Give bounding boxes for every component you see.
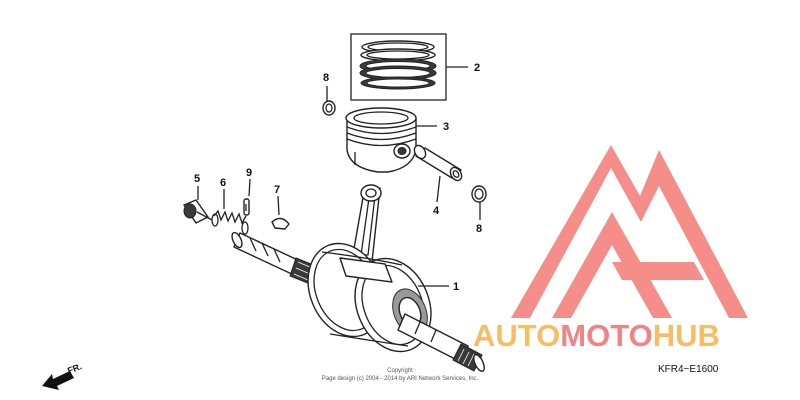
callout-piston: 3 <box>443 121 449 133</box>
pin-clip-lower: 8 <box>471 185 487 235</box>
watermark-hub: HUB <box>653 318 720 353</box>
logo-mark <box>511 145 748 318</box>
callout-piston-pin: 4 <box>433 205 440 217</box>
spring: 6 <box>211 177 249 235</box>
callout-pin: 9 <box>246 167 252 179</box>
pin-clip-upper: 8 <box>322 72 336 116</box>
watermark-text: AUTOMOTOHUB <box>473 318 720 353</box>
callout-pin-clip-lower: 8 <box>476 223 482 235</box>
leader-9 <box>248 178 251 197</box>
callout-spring: 6 <box>220 177 226 189</box>
diagram-code: KFR4−E1600 <box>658 364 719 375</box>
leader-4 <box>436 175 441 203</box>
piston-rings: 2 <box>350 33 480 101</box>
piston-pin: 4 <box>413 144 463 217</box>
watermark-moto: MOTO <box>560 318 652 353</box>
logo-bar <box>612 262 704 280</box>
copyright-title: Copyright <box>387 368 413 374</box>
automotohub-logo <box>511 145 748 318</box>
callout-piston-rings: 2 <box>474 62 480 74</box>
front-direction-indicator: FR. <box>42 361 83 390</box>
front-label: FR. <box>66 361 83 376</box>
key: 7 <box>271 184 290 230</box>
crankshaft: 1 <box>231 184 485 373</box>
front-arrow-icon <box>42 371 74 390</box>
copyright-notice: Page design (c) 2004 - 2014 by ARI Netwo… <box>322 376 479 382</box>
callout-key: 7 <box>274 184 280 196</box>
callout-pin-clip-upper: 8 <box>323 72 329 84</box>
watermark-wordmark: AUTOMOTOHUB <box>473 318 720 353</box>
piston: 3 <box>345 107 449 173</box>
leader-7 <box>277 195 280 216</box>
logo-inner-triangle <box>552 212 672 318</box>
callout-crankshaft: 1 <box>453 281 459 293</box>
watermark-auto: AUTO <box>473 318 560 353</box>
bolt: 5 <box>183 173 213 224</box>
pin: 9 <box>243 167 252 216</box>
callout-bolt: 5 <box>194 173 200 185</box>
